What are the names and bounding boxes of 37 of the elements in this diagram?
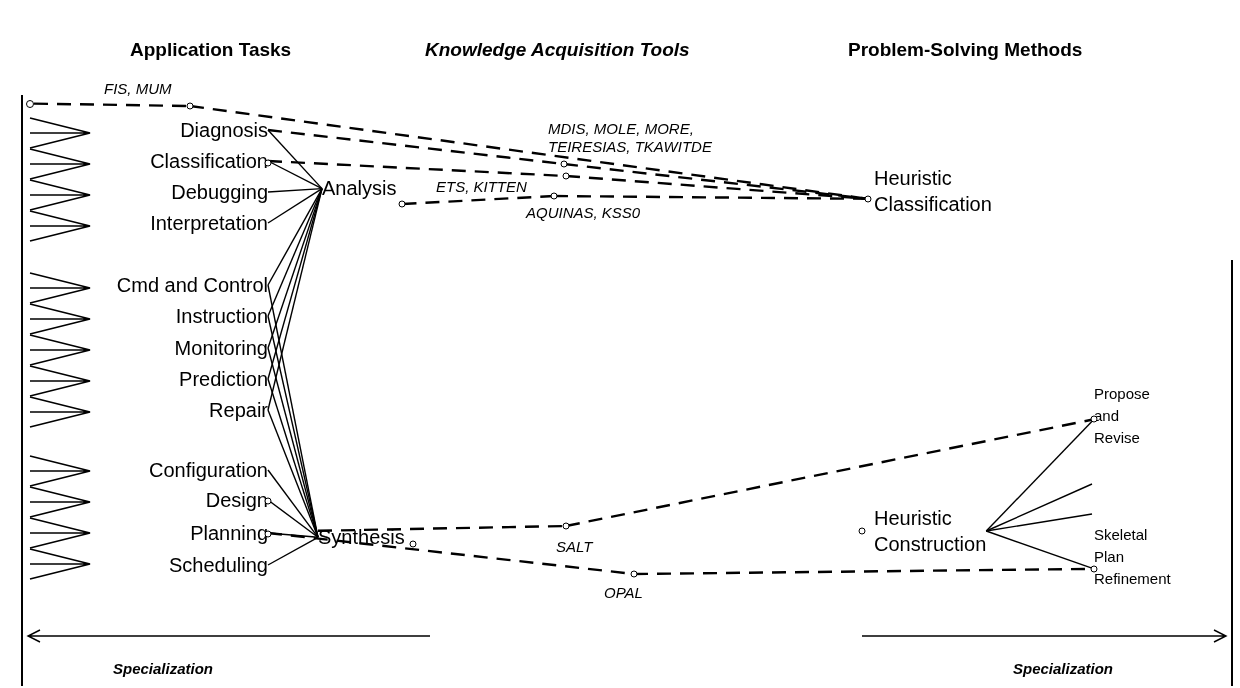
connector-line (985, 513, 1093, 532)
connector-line (267, 469, 319, 538)
category-label: Analysis (322, 176, 403, 204)
heading-label: Specialization (113, 659, 214, 679)
connector-line (267, 187, 323, 224)
heading-label: Problem-Solving Methods (848, 38, 1083, 62)
heading-label: Knowledge Acquisition Tools (425, 38, 690, 62)
task-label: Scheduling (169, 553, 268, 577)
tool-label: ETS, KITTEN (436, 176, 566, 196)
tool-label: MDIS, MOLE, MORE, TEIRESIAS, TKAWITDE (548, 120, 748, 164)
tool-label: AQUINAS, KSS0 (526, 196, 666, 222)
task-label: Diagnosis (180, 118, 268, 142)
heading-label: Specialization (1013, 659, 1114, 679)
task-label: Interpretation (150, 211, 268, 235)
task-label: Classification (150, 149, 268, 173)
task-label: Design (205, 488, 268, 512)
task-label: Prediction (179, 367, 268, 391)
task-label: Repair (209, 398, 268, 422)
tool-label: OPAL (604, 574, 654, 602)
task-label: Monitoring (174, 336, 268, 360)
method-label: Heuristic Construction (862, 505, 987, 557)
task-label: Configuration (149, 458, 268, 482)
tool-label: SALT (556, 526, 606, 556)
heading-label: Application Tasks (130, 38, 292, 62)
connector-line (985, 483, 1093, 532)
tool-label: FIS, MUM (100, 80, 190, 106)
method-label: Skeletal Plan Refinement (1094, 524, 1171, 590)
connector-line (267, 187, 323, 317)
method-label: Heuristic Classification (868, 165, 992, 217)
task-label: Planning (190, 521, 268, 545)
task-label: Instruction (175, 304, 268, 328)
connector-line (267, 409, 319, 538)
connector-line (267, 129, 323, 190)
task-label: Debugging (171, 180, 268, 204)
category-label: Synthesis (318, 523, 413, 549)
connector-line (267, 187, 323, 193)
task-label: Cmd and Control (116, 273, 268, 297)
